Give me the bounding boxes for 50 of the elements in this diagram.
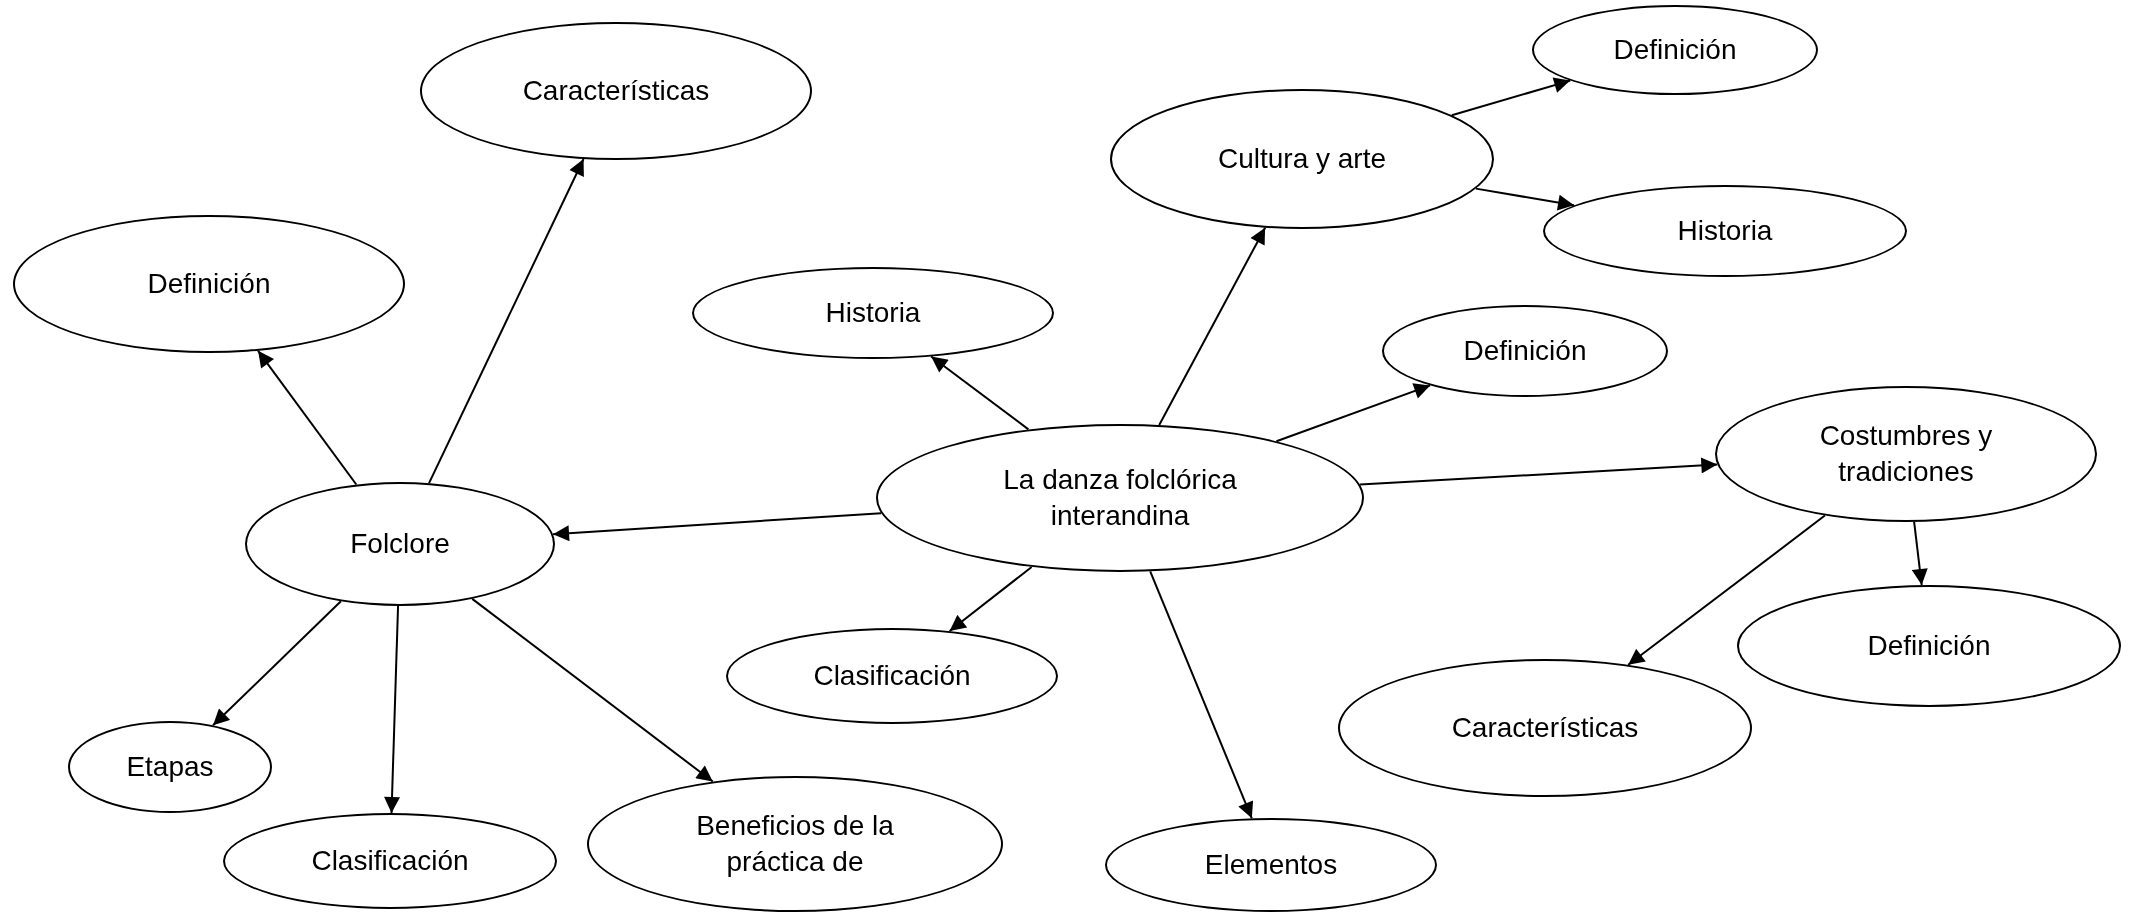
arrow <box>552 512 883 542</box>
ellipse-node <box>245 482 555 606</box>
arrow <box>471 597 714 783</box>
ellipse-node <box>692 267 1054 359</box>
ellipse-node <box>1338 659 1752 797</box>
node-label: Cultura y arte <box>1217 141 1387 176</box>
ellipse-node <box>587 776 1003 912</box>
ellipse-node <box>420 22 812 160</box>
node-label: Clasificación <box>813 658 971 693</box>
arrow <box>257 349 358 486</box>
arrow <box>1911 520 1928 587</box>
ellipse-node <box>1715 386 2097 522</box>
arrow <box>212 600 342 727</box>
arrow <box>1358 457 1719 486</box>
node-label: Clasificación <box>311 843 469 878</box>
node-label: Historia <box>825 295 921 330</box>
arrow <box>384 605 400 814</box>
node-label: Definición <box>1867 628 1991 663</box>
arrow <box>1627 514 1826 666</box>
node-label: Elementos <box>1204 847 1338 882</box>
node-label: La danza folclórica interandina <box>1002 462 1238 533</box>
node-label: Costumbres y tradiciones <box>1818 418 1994 489</box>
ellipse-node <box>1105 818 1437 912</box>
ellipse-node <box>726 628 1058 724</box>
node-label: Definición <box>147 266 271 301</box>
node-label: Beneficios de la práctica de <box>695 808 895 879</box>
arrow <box>1450 77 1572 117</box>
node-label: Historia <box>1677 213 1773 248</box>
node-label: Definición <box>1613 32 1737 67</box>
node-label: Etapas <box>126 749 214 784</box>
ellipse-node <box>876 424 1364 572</box>
ellipse-node <box>223 813 557 909</box>
arrow <box>428 158 585 485</box>
ellipse-node <box>68 721 272 813</box>
ellipse-node <box>1543 185 1907 277</box>
arrow <box>930 355 1030 431</box>
ellipse-node <box>1737 585 2121 707</box>
node-label: Folclore <box>350 526 450 561</box>
arrow <box>1275 383 1432 443</box>
node-label: Características <box>1451 710 1639 745</box>
arrow <box>1474 187 1576 211</box>
arrow <box>1158 226 1267 426</box>
node-label: Definición <box>1463 333 1587 368</box>
node-label: Características <box>522 73 710 108</box>
ellipse-node <box>13 215 405 353</box>
arrow <box>1149 570 1254 820</box>
ellipse-node <box>1532 5 1818 95</box>
ellipse-node <box>1110 89 1494 229</box>
ellipse-node <box>1382 305 1668 397</box>
arrow <box>948 566 1033 632</box>
